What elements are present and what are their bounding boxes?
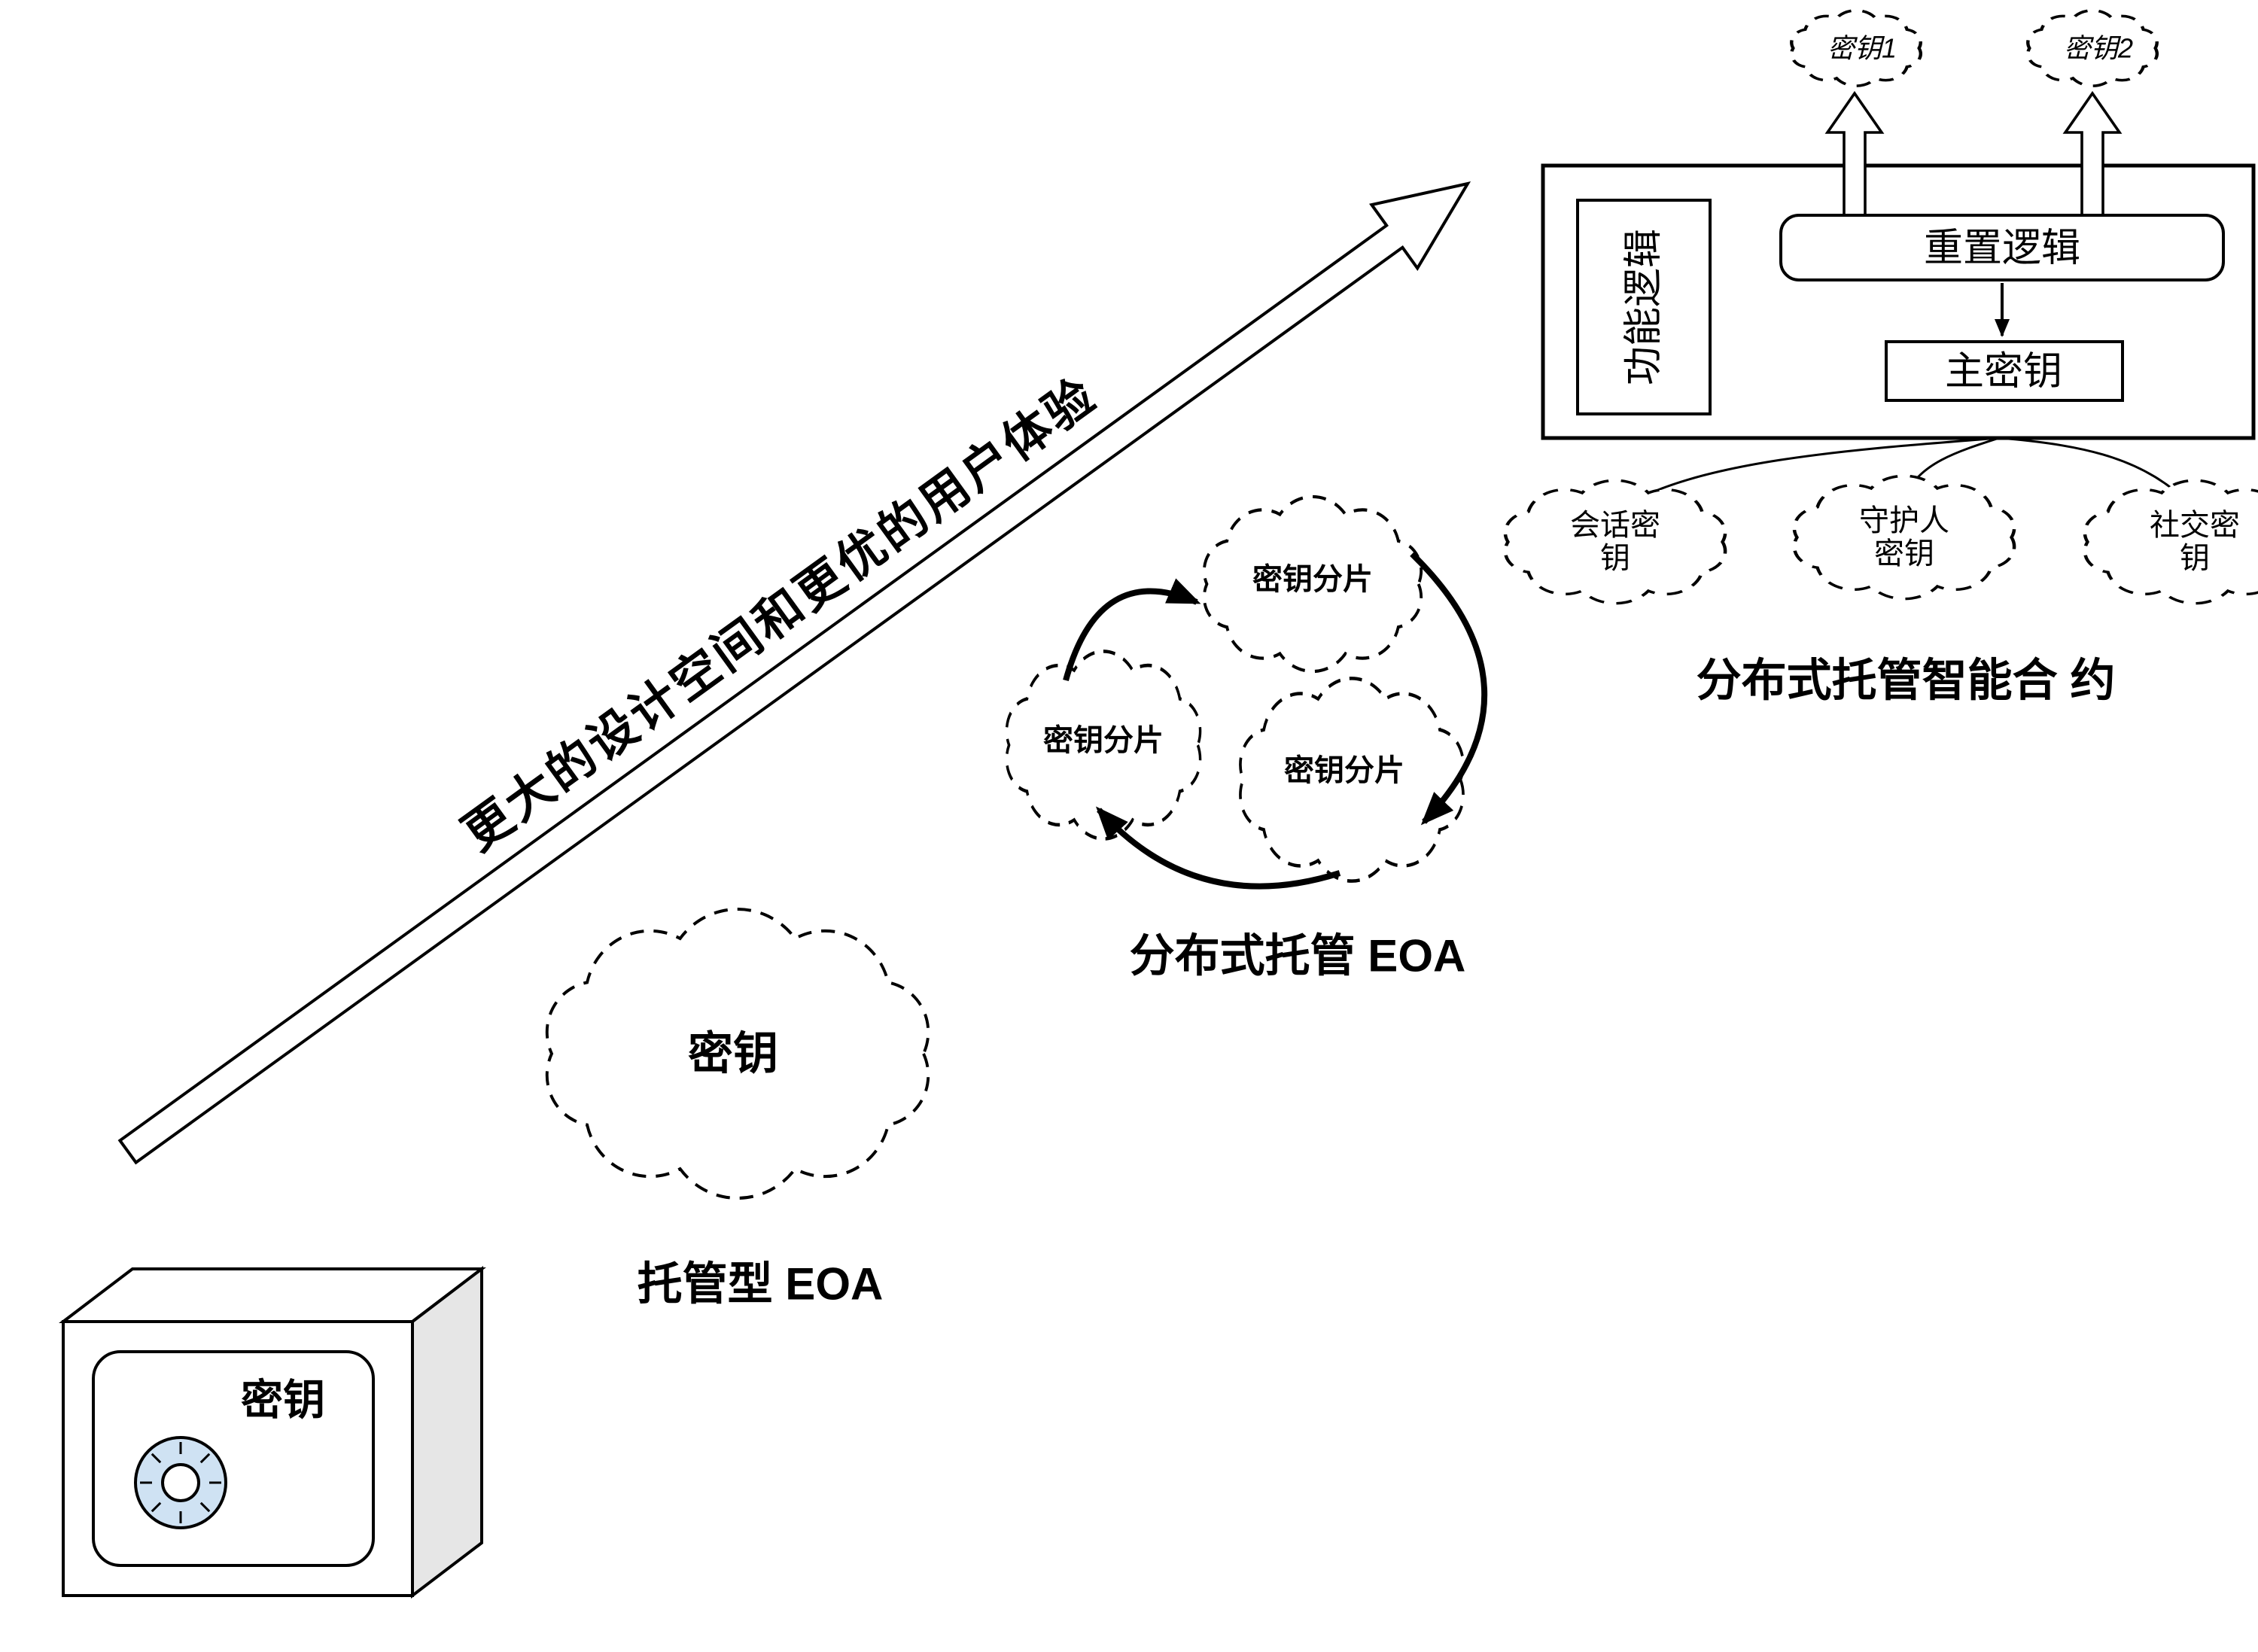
reset-logic-label: 重置逻辑 — [1924, 227, 2080, 270]
external-key2-label: 密钥2 — [2064, 33, 2133, 64]
smart-contract-caption: 分布式托管智能合 约 — [1697, 656, 2116, 706]
function-logic-box — [1576, 199, 1712, 415]
master-key-label: 主密钥 — [1945, 350, 2062, 394]
cycle-arc-bottom — [1095, 806, 1341, 890]
shard-label-top: 密钥分片 — [1252, 563, 1373, 596]
safe-side-face — [411, 1265, 483, 1599]
cycle-arc-left — [1063, 578, 1201, 682]
distributed-eoa: 密钥分片 密钥分片 密钥分片 分布式托管 EOA — [1006, 497, 1487, 981]
social-key-label-line2: 钥 — [2180, 542, 2210, 575]
shard-label-left: 密钥分片 — [1043, 724, 1164, 757]
guardian-key-label-line1: 守护人 — [1859, 504, 1949, 537]
shard-label-bottom: 密钥分片 — [1284, 754, 1404, 787]
distributed-eoa-caption: 分布式托管 EOA — [1130, 931, 1466, 981]
safe-key-label: 密钥 — [241, 1377, 325, 1424]
social-key-label-line1: 社交密 — [2150, 509, 2240, 542]
session-key-label-line1: 会话密 — [1570, 509, 1660, 542]
growth-arrow — [117, 181, 1471, 1165]
safe-dial-knob — [161, 1463, 200, 1502]
eoa-caption: EOA — [207, 1646, 305, 1649]
master-key-box — [1885, 340, 2124, 402]
eoa-safe: 密钥 EOA — [59, 1265, 486, 1652]
function-logic-label: 功能逻辑 — [1622, 229, 1666, 385]
session-key-label-line2: 钥 — [1600, 542, 1630, 575]
external-key1-label: 密钥1 — [1827, 33, 1897, 64]
cycle-arc-right — [1410, 552, 1487, 826]
custodial-caption: 托管型 EOA — [638, 1259, 884, 1310]
custodial-eoa: 密钥 托管型 EOA — [547, 909, 929, 1310]
reset-logic-box — [1779, 214, 2225, 281]
custodial-key-label: 密钥 — [688, 1029, 778, 1079]
safe-door — [92, 1350, 375, 1567]
connector-session-key — [1625, 437, 2000, 507]
growth-arrow-label: 更大的设计空间和更优的用户体验 — [453, 367, 1106, 861]
safe-dial-ticks — [140, 1442, 221, 1523]
safe-top-face — [59, 1267, 486, 1323]
guardian-key-label-line2: 密钥 — [1874, 537, 1934, 570]
social-key-cloud — [2085, 480, 2258, 603]
smart-contract: 功能逻辑 重置逻辑 主密钥 密钥1 密钥2 会话密 钥 守护人 密钥 社交密 钥… — [1505, 11, 2258, 706]
